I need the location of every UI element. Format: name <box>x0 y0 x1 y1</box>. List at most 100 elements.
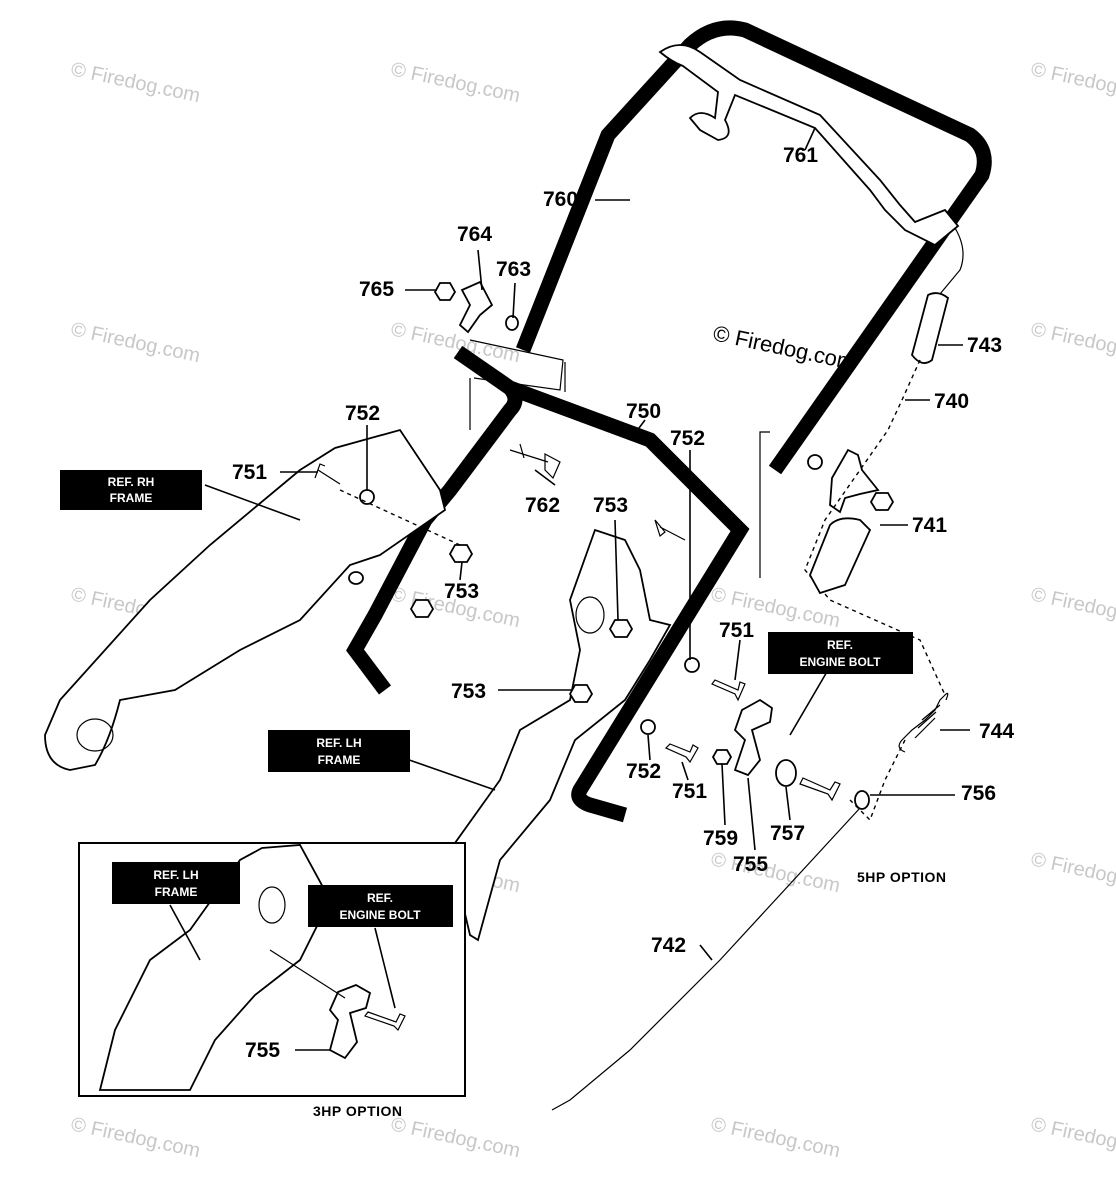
part-number-751: 751 <box>719 619 754 642</box>
handle-bracket-box <box>469 339 770 578</box>
spring-shape <box>898 692 949 753</box>
option-label-3hp: 3HP OPTION <box>313 1103 403 1119</box>
part-number-751: 751 <box>672 780 707 803</box>
washer-shape <box>684 657 700 673</box>
svg-text:REF.: REF. <box>367 891 393 905</box>
assembly-dashed-line <box>339 489 461 546</box>
watermark-text: © Firedog.com <box>709 848 842 897</box>
part-number-753: 753 <box>593 494 628 517</box>
washer-shape <box>348 571 364 585</box>
washer-shape <box>640 719 656 735</box>
part-number-755: 755 <box>733 853 768 876</box>
part-number-751: 751 <box>232 461 267 484</box>
copyright-mark: © Firedog.com <box>711 320 858 375</box>
watermark-text: © Firedog.com <box>1029 1113 1116 1162</box>
nut-shape <box>568 684 594 703</box>
svg-text:FRAME: FRAME <box>155 885 198 899</box>
part-number-764: 764 <box>457 223 492 246</box>
watermark-text: © Firedog.com <box>69 318 202 367</box>
part-number-762: 762 <box>525 494 560 517</box>
part-number-761: 761 <box>783 144 818 167</box>
part-number-765: 765 <box>359 278 394 301</box>
part-number-744: 744 <box>979 720 1014 743</box>
svg-text:REF.: REF. <box>827 638 853 652</box>
svg-text:ENGINE BOLT: ENGINE BOLT <box>339 908 421 922</box>
watermark-text: © Firedog.com <box>1029 848 1116 897</box>
knob-shape <box>458 280 494 334</box>
callout-ref-rh-frame: REF. RH FRAME <box>60 470 202 510</box>
washer-shape <box>359 489 375 505</box>
part-numbers: 760 761 764 763 765 743 740 752 750 752 … <box>232 144 1014 957</box>
callout-ref-lh-frame: REF. LH FRAME <box>268 730 410 772</box>
bolt-shape <box>654 519 686 541</box>
svg-text:FRAME: FRAME <box>318 753 361 767</box>
leader-lines <box>204 127 970 961</box>
part-number-763: 763 <box>496 258 531 281</box>
part-number-756: 756 <box>961 782 996 805</box>
cable-bracket-shape <box>733 698 773 777</box>
frame-hole <box>76 718 114 752</box>
cable-end-shape <box>854 790 870 810</box>
watermark-text: © Firedog.com <box>389 1113 522 1162</box>
bolt-shape <box>711 679 746 702</box>
part-number-743: 743 <box>967 334 1002 357</box>
cable-dashed <box>849 739 906 822</box>
watermark-text: © Firedog.com <box>1029 318 1116 367</box>
part-number-742: 742 <box>651 934 686 957</box>
svg-text:FRAME: FRAME <box>110 491 153 505</box>
inset-3hp: REF. LH FRAME REF. ENGINE BOLT 755 <box>78 842 466 1097</box>
part-number-752: 752 <box>626 760 661 783</box>
cable-grip-shape <box>911 292 950 364</box>
lh-frame-shape <box>449 528 672 942</box>
frame-hole <box>575 596 605 634</box>
watermark-text: © Firedog.com <box>69 1113 202 1162</box>
watermark-text: © Firedog.com <box>389 58 522 107</box>
lower-cable <box>551 807 861 1111</box>
lower-handle-shape <box>453 345 750 823</box>
bolt-shape <box>799 777 841 802</box>
knob-shape <box>829 448 880 514</box>
watermark-text: © Firedog.com <box>69 58 202 107</box>
part-number-740: 740 <box>934 390 969 413</box>
part-number-760: 760 <box>543 188 578 211</box>
part-number-752: 752 <box>345 402 380 425</box>
bolt-shape <box>664 743 699 764</box>
part-number-752: 752 <box>670 427 705 450</box>
part-number-750: 750 <box>626 400 661 423</box>
part-number-757: 757 <box>770 822 805 845</box>
part-number-753: 753 <box>444 580 479 603</box>
lower-handle-left-leg <box>346 383 523 695</box>
callout-ref-engine-bolt: REF. ENGINE BOLT <box>768 632 913 674</box>
nut-shape <box>433 282 457 301</box>
nut-shape <box>409 599 435 618</box>
part-number-753: 753 <box>451 680 486 703</box>
watermark-text: © Firedog.com <box>1029 58 1116 107</box>
spacer-shape <box>775 759 797 787</box>
nut-shape <box>608 619 634 638</box>
cable-dashed <box>804 359 946 696</box>
handle-bolt-shape <box>509 443 561 480</box>
rh-frame-shape <box>44 428 447 771</box>
svg-text:REF. LH: REF. LH <box>153 868 198 882</box>
part-number-755-inset: 755 <box>245 1039 280 1062</box>
washer-shape <box>807 454 823 470</box>
nut-shape <box>869 492 895 511</box>
nut-shape <box>448 544 474 563</box>
upper-handle-shape <box>516 20 992 475</box>
svg-text:REF. RH: REF. RH <box>108 475 155 489</box>
svg-text:ENGINE BOLT: ENGINE BOLT <box>799 655 881 669</box>
cable-path <box>934 227 964 301</box>
bracket-shape <box>809 517 872 595</box>
control-lever-shape <box>658 44 960 247</box>
part-number-741: 741 <box>912 514 947 537</box>
nut-shape <box>711 749 733 765</box>
part-number-759: 759 <box>703 827 738 850</box>
watermark-text: © Firedog.com <box>389 318 522 367</box>
option-label-5hp: 5HP OPTION <box>857 869 947 885</box>
watermark-text: © Firedog.com <box>709 1113 842 1162</box>
washer-shape <box>505 315 519 331</box>
svg-text:REF. LH: REF. LH <box>316 736 361 750</box>
bolt-shape <box>314 463 341 485</box>
